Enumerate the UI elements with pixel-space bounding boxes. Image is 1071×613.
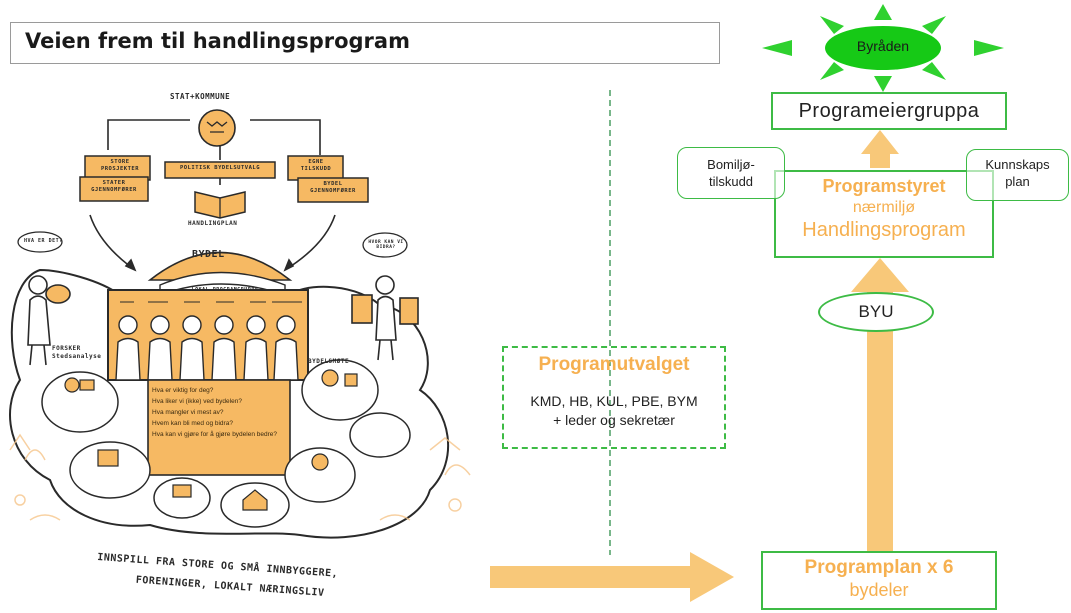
question-item: Hva kan vi gjøre for å gjøre bydelen bed… <box>152 431 278 438</box>
right-bubble-text: HVOR KAN VI BIDRA? <box>368 240 404 250</box>
questions-list: Hva er viktig for deg? Hva liker vi (ikk… <box>152 385 288 440</box>
bomiljotilskudd-box: Bomiljø-tilskudd <box>677 147 785 199</box>
question-item: Hva liker vi (ikke) ved bydelen? <box>152 398 242 405</box>
byraden-label: Byråden <box>856 38 910 54</box>
programstyret-box: Programstyret nærmiljø Handlingsprogram <box>774 170 994 258</box>
programstyret-title: Programstyret <box>822 176 946 196</box>
sun-icon <box>762 4 1004 92</box>
programplan-box: Programplan x 6 bydeler <box>761 551 997 610</box>
center-box-label: POLITISK BYDELSUTVALG <box>179 165 261 171</box>
page-title: Veien frem til handlingsprogram <box>10 22 720 64</box>
program-illustration <box>9 109 471 539</box>
question-item: Hvem kan bli med og bidra? <box>152 420 233 427</box>
stat-kommune-label: STAT+KOMMUNE <box>170 92 231 101</box>
bydelsmote-label: BYDELSMØTE <box>308 358 350 365</box>
byu-ellipse: BYU <box>818 292 934 332</box>
divider-line <box>609 90 611 555</box>
naermiljo-label: nærmiljø <box>852 199 916 216</box>
left-bubble-text: HVA ER DET? <box>24 238 63 244</box>
bydel-sub-label: LOKAL PROGRAMGRUPPE <box>191 287 259 293</box>
bydeler-label: bydeler <box>849 580 909 600</box>
handlingplan-label: HANDLINGPLAN <box>188 220 238 227</box>
bydel-label: BYDEL <box>192 249 225 260</box>
handlingsprogram-label: Handlingsprogram <box>802 219 966 241</box>
arrow-to-programplan <box>490 552 734 602</box>
programplan-title: Programplan x 6 <box>804 557 954 578</box>
programutvalget-extra: + leder og sekretær <box>553 412 675 428</box>
question-item: Hva er viktig for deg? <box>152 387 214 394</box>
vertical-arrows <box>851 130 909 554</box>
programutvalget-box: Programutvalget KMD, HB, KUL, PBE, BYM +… <box>502 346 726 449</box>
question-item: Hva mangler vi mest av? <box>152 409 224 416</box>
programutvalget-members: KMD, HB, KUL, PBE, BYM <box>530 393 698 409</box>
programeiergruppa-box: Programeiergruppa <box>771 92 1007 130</box>
programutvalget-title: Programutvalget <box>538 354 690 375</box>
